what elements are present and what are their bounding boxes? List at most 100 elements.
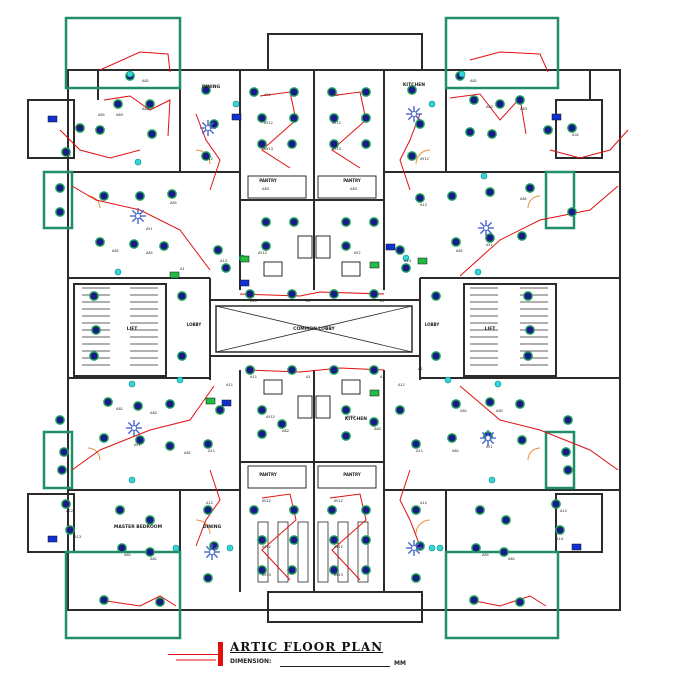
grille-bar <box>317 521 329 583</box>
sensor-icon <box>128 476 136 484</box>
ceiling-fan-icon <box>406 106 422 122</box>
utility-box <box>341 261 361 277</box>
fixture-tag: AY12 <box>420 157 429 161</box>
title-leader-line <box>168 654 218 655</box>
fan-hub <box>209 549 215 555</box>
fixture-tag: A83 <box>350 187 357 191</box>
drawing-title: ARTIC FLOOR PLAN <box>230 640 384 654</box>
sensor-icon <box>226 544 234 552</box>
light-fixture-icon <box>95 237 105 247</box>
light-fixture-icon <box>257 429 267 439</box>
wiring-run <box>259 91 297 169</box>
utility-box <box>263 379 283 395</box>
grille-bar <box>257 521 269 583</box>
light-fixture-icon <box>145 99 155 109</box>
sensor-icon <box>488 476 496 484</box>
sensor-icon <box>436 544 444 552</box>
door-swing <box>87 195 101 209</box>
light-fixtures-layer <box>55 70 577 607</box>
door-swing <box>527 447 541 461</box>
light-fixture-icon <box>147 129 157 139</box>
switch-board-icon <box>47 535 58 543</box>
fixture-tag: A13 <box>220 259 227 263</box>
fixture-tag: A83 <box>520 107 527 111</box>
light-fixture-icon <box>103 397 113 407</box>
fixture-tag: AY1 <box>134 443 141 447</box>
door-swing <box>87 447 101 461</box>
light-fixture-icon <box>201 151 211 161</box>
light-fixture-icon <box>327 505 337 515</box>
fixture-tag: AY1 <box>486 445 493 449</box>
light-fixture-icon <box>135 191 145 201</box>
fixture-tag: A31 <box>76 125 83 129</box>
switch-board-icon <box>571 543 582 551</box>
sensor-icon <box>444 376 452 384</box>
light-fixture-icon <box>55 183 65 193</box>
light-fixture-icon <box>407 85 417 95</box>
switch-board-icon <box>551 113 562 121</box>
fixture-tag: AY12 <box>266 415 275 419</box>
room-label-kitchen: KITCHEN <box>345 416 367 422</box>
fixture-tag: A81 <box>124 553 131 557</box>
utility-box <box>247 465 307 489</box>
fixture-tag: A81 <box>112 249 119 253</box>
light-fixture-icon <box>129 239 139 249</box>
right-wing-lower <box>555 493 603 553</box>
sensor-icon <box>474 268 482 276</box>
light-fixture-icon <box>155 597 165 607</box>
fan-hub <box>135 213 141 219</box>
room-label-lobby: LOBBY <box>187 322 202 327</box>
switch-board-icon <box>231 113 242 121</box>
light-fixture-icon <box>165 441 175 451</box>
light-fixture-icon <box>515 399 525 409</box>
fan-hub <box>483 225 489 231</box>
fixture-tag: AY13 <box>334 573 343 577</box>
light-fixture-icon <box>209 541 219 551</box>
balcony-bottom-left <box>64 550 182 640</box>
fixture-tag: A81 <box>460 409 467 413</box>
light-fixture-icon <box>451 399 461 409</box>
fixture-tag: A81 <box>520 197 527 201</box>
fixture-tag: A81 <box>150 557 157 561</box>
wiring-run <box>59 129 141 159</box>
light-fixture-icon <box>135 435 145 445</box>
light-fixture-icon <box>203 573 213 583</box>
light-fixture-icon <box>369 289 379 299</box>
fixture-tag: A12 <box>420 203 427 207</box>
fixture-tag: A83 <box>262 187 269 191</box>
light-fixture-icon <box>411 439 421 449</box>
fixture-tag: A31 <box>572 133 579 137</box>
wiring-run <box>245 367 385 373</box>
light-fixture-icon <box>415 193 425 203</box>
light-fixture-icon <box>245 289 255 299</box>
dimension-underline <box>280 666 390 667</box>
light-fixture-icon <box>177 351 187 361</box>
fixture-tag: A1 <box>380 299 385 303</box>
light-fixture-icon <box>361 139 371 149</box>
fixture-tag: A11 <box>64 153 71 157</box>
switch-board-icon <box>169 271 180 279</box>
wiring-run <box>459 385 619 471</box>
light-fixture-icon <box>61 147 71 157</box>
light-fixture-icon <box>469 595 479 605</box>
light-fixture-icon <box>563 415 573 425</box>
right-wing-upper <box>555 99 603 159</box>
fixture-tag: A81 <box>184 451 191 455</box>
fan-hub <box>411 545 417 551</box>
room-label-pantry: PANTRY <box>259 472 277 477</box>
light-fixture-icon <box>517 435 527 445</box>
light-fixture-icon <box>287 289 297 299</box>
wiring-run <box>71 385 215 471</box>
light-fixture-icon <box>485 233 495 243</box>
walls-layer <box>27 33 621 623</box>
ceiling-fan-icon <box>406 540 422 556</box>
fixture-tag: A1 <box>180 267 185 271</box>
fixture-tag: AY2 <box>332 93 339 97</box>
light-fixture-icon <box>487 129 497 139</box>
bottom-shaft <box>267 591 423 623</box>
wiring-run <box>71 185 211 271</box>
light-fixture-icon <box>525 325 535 335</box>
sensor-icon <box>494 380 502 388</box>
room-label-lift: LIFT <box>127 326 139 332</box>
fixture-tag: AY12 <box>262 499 271 503</box>
